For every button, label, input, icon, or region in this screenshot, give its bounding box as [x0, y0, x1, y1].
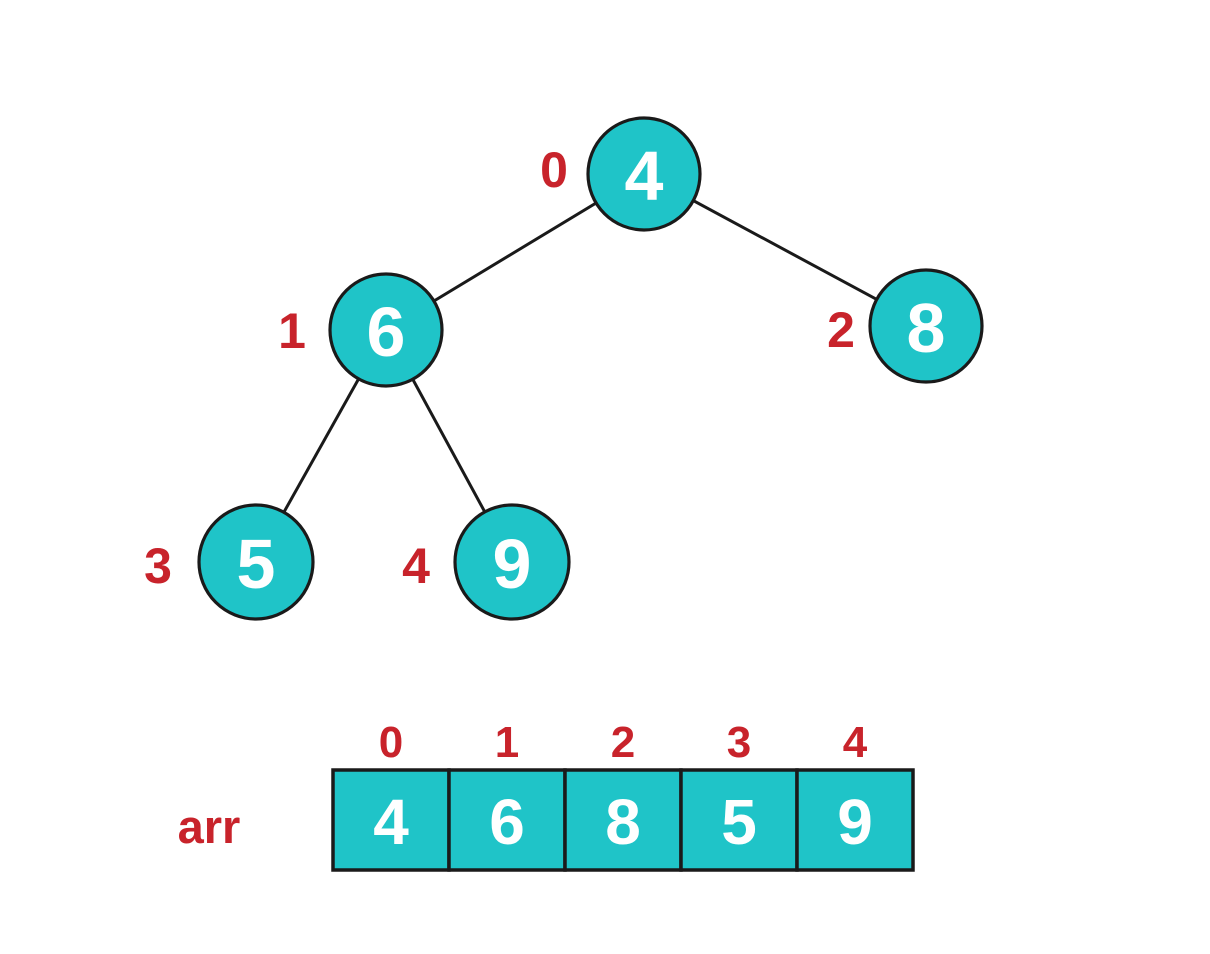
tree-node-value: 4 — [625, 137, 664, 215]
tree-node: 94 — [402, 503, 571, 621]
tree-node: 61 — [278, 272, 444, 388]
array-index-label: 1 — [495, 718, 519, 767]
array-index-label: 3 — [727, 718, 751, 767]
tree-node-index-label: 3 — [144, 538, 172, 594]
array-cell-value: 5 — [721, 786, 757, 858]
array-index-label: 0 — [379, 718, 403, 767]
array-index-label: 2 — [611, 718, 635, 767]
array-representation: 4 0 6 1 8 2 5 3 9 4 arr — [178, 718, 915, 872]
tree-node-index-label: 1 — [278, 303, 306, 359]
tree-node-value: 9 — [493, 525, 532, 603]
tree-node-value: 6 — [367, 293, 406, 371]
tree-node-circle — [328, 272, 444, 388]
tree-node: 40 — [540, 116, 702, 232]
tree-node: 82 — [827, 268, 984, 384]
array-cell-value: 4 — [373, 786, 409, 858]
tree-node: 53 — [144, 503, 315, 621]
array-name-label: arr — [178, 800, 241, 853]
tree-node-index-label: 0 — [540, 142, 568, 198]
tree-node-index-label: 4 — [402, 538, 430, 594]
tree-node-value: 5 — [237, 525, 276, 603]
tree-node-index-label: 2 — [827, 302, 855, 358]
array-cell — [447, 768, 567, 872]
tree-node-circle — [197, 503, 315, 621]
array-cell — [679, 768, 799, 872]
tree-node-circle — [453, 503, 571, 621]
array-cell — [331, 768, 451, 872]
array-cell-value: 9 — [837, 786, 873, 858]
array-cell-value: 8 — [605, 786, 641, 858]
array-index-label: 4 — [843, 718, 868, 767]
tree-node-circle — [586, 116, 702, 232]
array-cell — [563, 768, 683, 872]
tree-node-value: 8 — [907, 289, 946, 367]
tree-node-circle — [868, 268, 984, 384]
array-cell-value: 6 — [489, 786, 525, 858]
array-cell — [795, 768, 915, 872]
